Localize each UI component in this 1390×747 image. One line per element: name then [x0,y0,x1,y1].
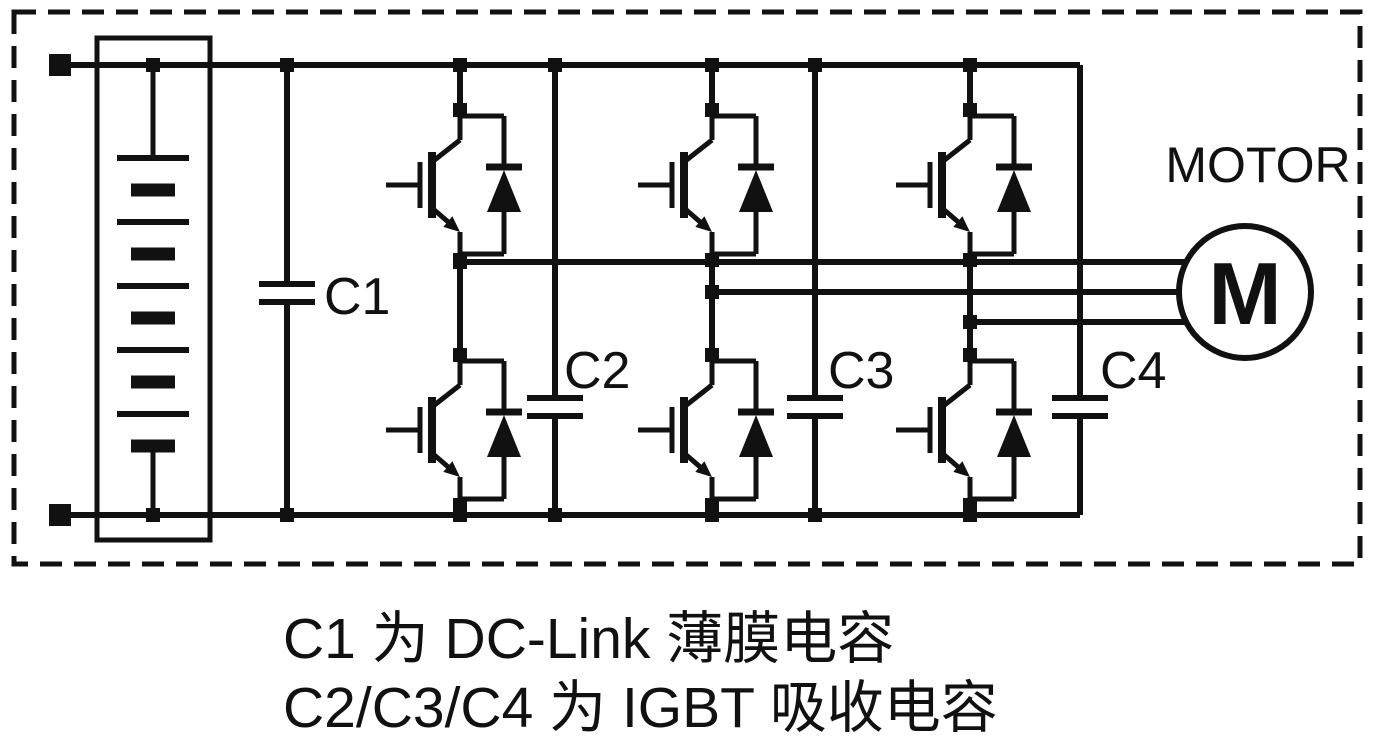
igbt-leg-1 [386,65,522,515]
motor: M MOTOR [1165,137,1351,361]
c4-label: C4 [1100,342,1166,400]
leg2-top-igbt [638,103,774,267]
outer-dashed-border [11,9,1363,567]
leg3-bottom-igbt [896,348,1032,512]
leg1-bottom-igbt [386,348,522,512]
leg2-bottom-igbt [638,348,774,512]
capacitor-c3: C3 [787,65,894,515]
motor-title: MOTOR [1165,137,1350,193]
phase-lines [460,259,1190,325]
motor-circle [1176,223,1314,361]
capacitor-c2: C2 [527,65,630,515]
c2-label: C2 [564,342,630,400]
capacitor-c4: C4 [1052,65,1166,515]
captions: C1 为 DC-Link 薄膜电容 C2/C3/C4 为 IGBT 吸收电容 [283,607,998,740]
igbt-leg-2 [638,65,774,515]
negative-terminal-node [49,504,71,526]
caption-line-1: C1 为 DC-Link 薄膜电容 [283,607,894,671]
caption-line-2: C2/C3/C4 为 IGBT 吸收电容 [283,676,998,740]
c1-label: C1 [324,268,390,326]
leg3-top-igbt [896,103,1032,267]
leg1-top-igbt [386,103,522,267]
motor-symbol: M [1208,244,1281,343]
positive-terminal-node [49,54,71,76]
battery [94,35,213,543]
igbt-leg-3 [896,65,1032,515]
c3-label: C3 [828,342,894,400]
capacitor-c1: C1 [259,65,390,515]
